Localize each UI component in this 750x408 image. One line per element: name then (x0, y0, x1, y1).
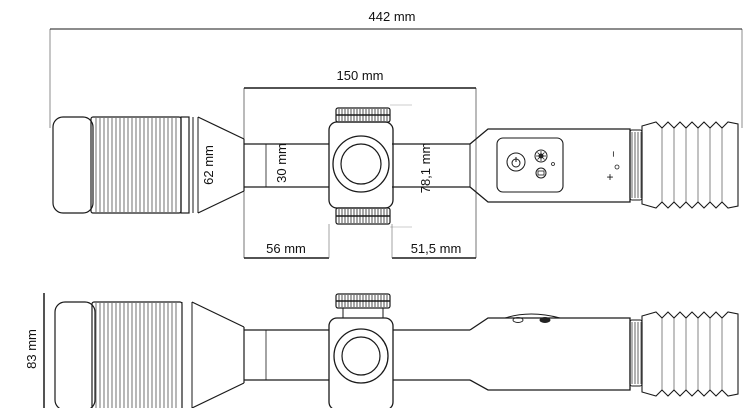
plus-label: + (606, 170, 613, 184)
minus-label: − (608, 151, 620, 157)
main-tube (244, 143, 471, 188)
overall-length-label: 442 mm (369, 9, 416, 24)
turret-height-label: 78,1 mm (418, 143, 433, 194)
rear-tube-length-label: 51,5 mm (411, 241, 462, 256)
top-view: 442 mm 150 mm (49, 9, 743, 259)
side-rear-body (469, 313, 631, 391)
objective-diameter-label: 62 mm (201, 145, 216, 185)
brightness-icon[interactable] (534, 149, 548, 163)
overall-length-dimension: 442 mm (49, 9, 743, 128)
side-objective (54, 301, 245, 408)
tube-diameter-label: 30 mm (274, 143, 289, 183)
objective-lens (52, 116, 245, 214)
turret-housing (328, 104, 412, 228)
side-eyecup (629, 311, 739, 397)
record-icon[interactable] (535, 167, 547, 179)
power-icon[interactable] (506, 152, 526, 172)
side-view: 83 mm (24, 293, 739, 408)
rear-tube-dimension: 51,5 mm (391, 224, 476, 259)
eyecup (629, 121, 739, 209)
center-span-label: 150 mm (337, 68, 384, 83)
side-tube (244, 329, 470, 381)
front-tube-dimension: 56 mm (244, 224, 330, 259)
front-tube-length-label: 56 mm (266, 241, 306, 256)
side-height-label: 83 mm (24, 329, 39, 369)
side-turret (328, 293, 394, 408)
rear-body: + − (469, 128, 631, 203)
